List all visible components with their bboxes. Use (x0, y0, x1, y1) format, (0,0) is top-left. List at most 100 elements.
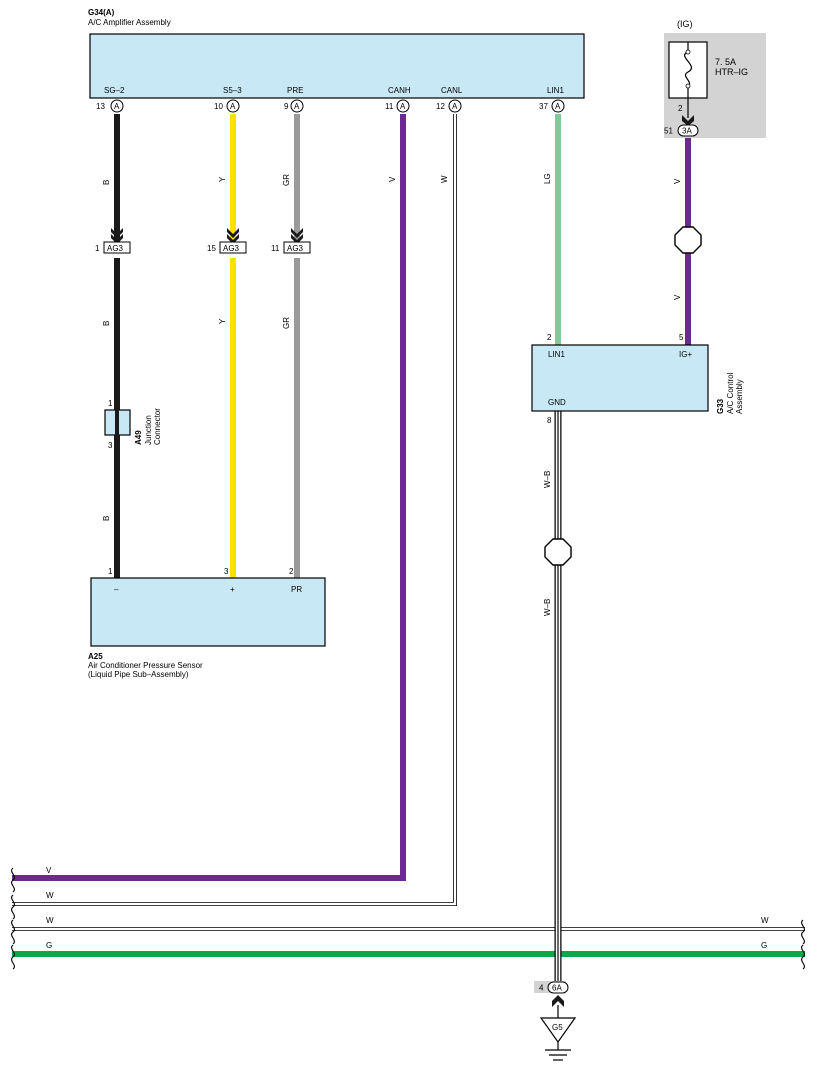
chevron-down-icon (227, 228, 239, 238)
svg-text:A: A (452, 102, 458, 111)
svg-text:A: A (555, 102, 561, 111)
fuse-pin-number: 2 (678, 104, 683, 113)
fuse-rating: 7. 5A (715, 57, 736, 67)
control-label: G33 A/C Control Assembly (716, 372, 744, 414)
amp-pin-number-37: 37 (539, 102, 548, 111)
sensor-pin-number-1: 1 (108, 567, 113, 576)
wire-label-w-bus-right: W (761, 916, 769, 925)
sensor-name-2: (Liquid Pipe Sub–Assembly) (88, 670, 189, 679)
amplifier-box (89, 33, 585, 99)
amp-pin-number-9: 9 (284, 102, 289, 111)
control-ig-pin-number: 5 (679, 333, 684, 342)
sensor-pin-label-plus: + (230, 585, 235, 594)
amp-pin-label-lin1: LIN1 (547, 86, 564, 95)
amp-pin-label-sg2: SG–2 (104, 86, 125, 95)
control-gnd-label: GND (548, 398, 566, 407)
svg-text:A: A (400, 102, 406, 111)
amp-pin-badge-11 (396, 99, 410, 113)
fuse-name: HTR–IG (715, 67, 748, 77)
sensor-pin-label-pr: PR (291, 585, 302, 594)
chevron-down-icon (291, 228, 303, 238)
amp-pin-number-13: 13 (96, 102, 105, 111)
control-name-1: A/C Control (726, 372, 735, 414)
fuse-icon (684, 42, 692, 98)
fuse-connector-number: 51 (664, 127, 673, 136)
ag3-box-15 (219, 241, 247, 254)
control-box (531, 344, 709, 412)
amp-pin-number-12: 12 (436, 102, 445, 111)
amp-pin-badge-9 (290, 99, 304, 113)
ground-connector-badge (547, 981, 569, 994)
fuse-connector-arrow-icon (682, 115, 694, 126)
svg-text:AG3: AG3 (223, 244, 240, 253)
wire-label-g-bus-right: G (761, 941, 767, 950)
svg-text:A: A (230, 102, 236, 111)
sensor-code: A25 (88, 652, 103, 661)
fuse-connector-badge (677, 124, 699, 137)
sensor-pin-label-minus: – (114, 585, 119, 594)
junction-name-2: Connector (153, 408, 162, 445)
wire-label-wb-2: W–B (543, 599, 552, 616)
amplifier-pin-labels: SG–2 S5–3 PRE CANH CANL LIN1 (104, 86, 564, 95)
line-break-marks-right (801, 919, 805, 970)
ag3-pin-1: 1 (95, 244, 100, 253)
amp-pin-label-s53: S5–3 (223, 86, 242, 95)
wire-label-lg: LG (543, 173, 552, 184)
splice-point-ig (674, 226, 702, 254)
wire-label-y-2: Y (218, 318, 227, 324)
amp-pin-badge-12 (448, 99, 462, 113)
wire-label-v-bus: V (46, 866, 52, 875)
wire-label-b-1: B (102, 180, 111, 185)
wire-label-g-bus-left: G (46, 941, 52, 950)
amplifier-name: A/C Amplifier Assembly (88, 18, 171, 27)
wire-label-v-ig-2: V (673, 294, 682, 300)
amp-pin-label-canh: CANH (388, 86, 411, 95)
amplifier-code: G34(A) (88, 8, 115, 17)
wire-canh (12, 114, 406, 881)
ag3-pin-11: 11 (271, 244, 280, 253)
wire-label-gr-1: GR (282, 174, 291, 186)
wire-label-w-canl: W (440, 175, 449, 183)
fuse-connector-label: 3A (682, 127, 692, 136)
ground-triangle-icon (539, 1017, 577, 1044)
sensor-pin-number-2: 2 (289, 567, 294, 576)
splice-point-gnd (544, 538, 572, 566)
svg-text:AG3: AG3 (107, 244, 124, 253)
amp-pin-badge-10 (226, 99, 240, 113)
chevron-down-icon (111, 228, 123, 238)
line-break-marks-left (11, 867, 15, 970)
wire-label-v-canh: V (388, 176, 397, 182)
ground-point-label: G5 (552, 1023, 563, 1032)
wire-label-y-1: Y (218, 176, 227, 182)
sensor-name-1: Air Conditioner Pressure Sensor (88, 661, 203, 670)
control-gnd-pin-number: 8 (547, 416, 552, 425)
amp-pin-badge-37 (551, 99, 565, 113)
amp-pin-number-10: 10 (214, 102, 223, 111)
wire-label-w-canl-bus: W (46, 891, 54, 900)
ag3-box-11 (283, 241, 311, 254)
amplifier-pin-badges: A 13 A 10 A 9 A 11 A 12 A 37 (96, 99, 565, 113)
svg-text:A: A (114, 102, 120, 111)
wire-color-labels: B B B Y Y GR GR V W LG V V W–B W–B V W W… (46, 173, 769, 950)
sensor-pins: 1 – 3 + 2 PR (108, 567, 302, 594)
ag3-connector-arrows (111, 228, 303, 244)
junction-pin-bottom: 3 (108, 441, 113, 450)
amp-pin-label-pre: PRE (287, 86, 303, 95)
wire-label-b-2: B (102, 321, 111, 326)
wire-label-b-3: B (102, 516, 111, 521)
ag3-box-1 (103, 241, 131, 254)
control-name-2: Assembly (735, 379, 744, 414)
amp-pin-number-11: 11 (385, 102, 394, 111)
control-ig-label: IG+ (679, 350, 692, 359)
ground-connector-label: 6A (552, 984, 562, 993)
amp-pin-badge-13 (110, 99, 124, 113)
wire-label-wb-1: W–B (543, 471, 552, 488)
control-lin-pin-number: 2 (547, 333, 552, 342)
sensor-pin-number-3: 3 (224, 567, 229, 576)
junction-name-1: Junction (144, 415, 153, 445)
ground-arrow-icon (552, 995, 564, 1007)
junction-label: A49 Junction Connector (134, 408, 162, 445)
fuse-source-label: (IG) (677, 19, 693, 29)
svg-text:AG3: AG3 (287, 244, 304, 253)
